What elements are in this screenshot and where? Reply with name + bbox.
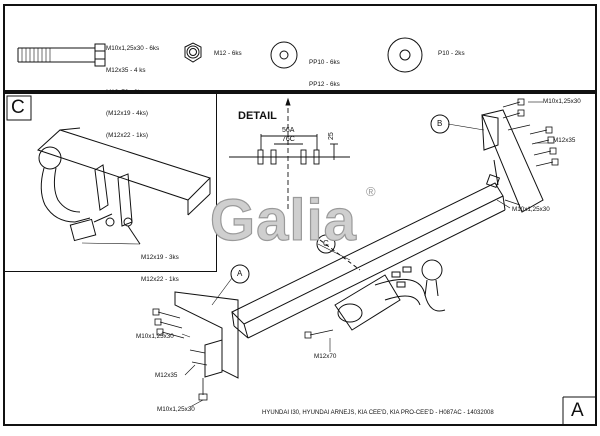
callout-a-circle bbox=[230, 264, 250, 284]
label-right-mid: M10x1,25x30 bbox=[512, 206, 550, 213]
nut-icon bbox=[184, 42, 202, 63]
callout-c-circle bbox=[316, 234, 336, 254]
bolt-spec-2: M12x35 - 4 ks bbox=[106, 67, 146, 75]
callout-b-letter: B bbox=[437, 119, 443, 128]
inset-c-frame bbox=[3, 92, 217, 272]
callout-c-letter: C bbox=[323, 239, 329, 248]
sheet-letter: A bbox=[571, 400, 584, 421]
galia-registered-mark: ® bbox=[366, 184, 376, 199]
bolt-icon bbox=[17, 43, 106, 67]
bolt-spec-5: (M12x22 - 1ks) bbox=[106, 131, 148, 139]
inset-c-spec-1: M12x19 - 3ks bbox=[141, 254, 179, 262]
detail-dim-inner: 76C bbox=[282, 136, 295, 143]
callout-a-letter: A bbox=[237, 269, 243, 278]
inset-c-hitch-drawing bbox=[37, 127, 211, 245]
label-left-bottom: M10x1,25x30 bbox=[157, 406, 195, 413]
bolt-spec-list: M10x1,25x30 - 6ks M12x35 - 4 ks M12x70 -… bbox=[106, 31, 159, 153]
detail-diagram bbox=[229, 97, 350, 210]
galia-logo: Galia bbox=[210, 188, 357, 253]
callout-b-circle bbox=[430, 114, 450, 134]
label-left-mid: M12x35 bbox=[155, 372, 178, 379]
bolt-spec-3: M12x70 - 2ks bbox=[106, 88, 144, 96]
detail-dim-outer: 56A bbox=[282, 127, 295, 134]
inset-c-spec-2: M12x22 - 1ks bbox=[141, 276, 179, 284]
washer-p-icon bbox=[387, 37, 423, 73]
left-fasteners bbox=[152, 308, 208, 401]
nut-spec: M12 - 6ks bbox=[214, 50, 242, 57]
label-left-upper: M10x1,25x30 bbox=[136, 333, 174, 340]
label-right-top: M10x1,25x30 bbox=[543, 98, 581, 105]
washer-pp-spec-2: PP12 - 6ks bbox=[309, 81, 340, 89]
detail-title: DETAIL bbox=[238, 110, 277, 122]
bolt-spec-1: M10x1,25x30 - 6ks bbox=[106, 45, 160, 53]
inset-c-label: C bbox=[11, 97, 25, 118]
washer-p-spec: P10 - 2ks bbox=[438, 50, 465, 57]
right-fasteners bbox=[502, 98, 559, 206]
footer-caption: HYUNDAI I30, HYUNDAI ARNEJS, KIA CEE'D, … bbox=[262, 410, 494, 416]
inset-c-spec-list: M12x19 - 3ks M12x22 - 1ks bbox=[141, 240, 179, 298]
label-right-side: M12x35 bbox=[553, 137, 576, 144]
hardware-legend-frame bbox=[3, 4, 597, 92]
leader-lines bbox=[81, 101, 553, 408]
label-center-bottom: M12x70 bbox=[314, 353, 337, 360]
main-hitch-drawing bbox=[174, 109, 544, 379]
washer-pp-spec-1: PP10 - 6ks bbox=[309, 59, 340, 67]
bolt-spec-4: (M12x19 - 4ks) bbox=[106, 110, 148, 118]
washer-pp-spec-list: PP10 - 6ks PP12 - 6ks bbox=[309, 45, 340, 103]
detail-dim-vertical: 25 bbox=[328, 132, 335, 140]
main-drawing-frame bbox=[3, 92, 597, 426]
washer-pp-icon bbox=[270, 41, 298, 69]
center-m12x70-bolts bbox=[304, 329, 334, 339]
